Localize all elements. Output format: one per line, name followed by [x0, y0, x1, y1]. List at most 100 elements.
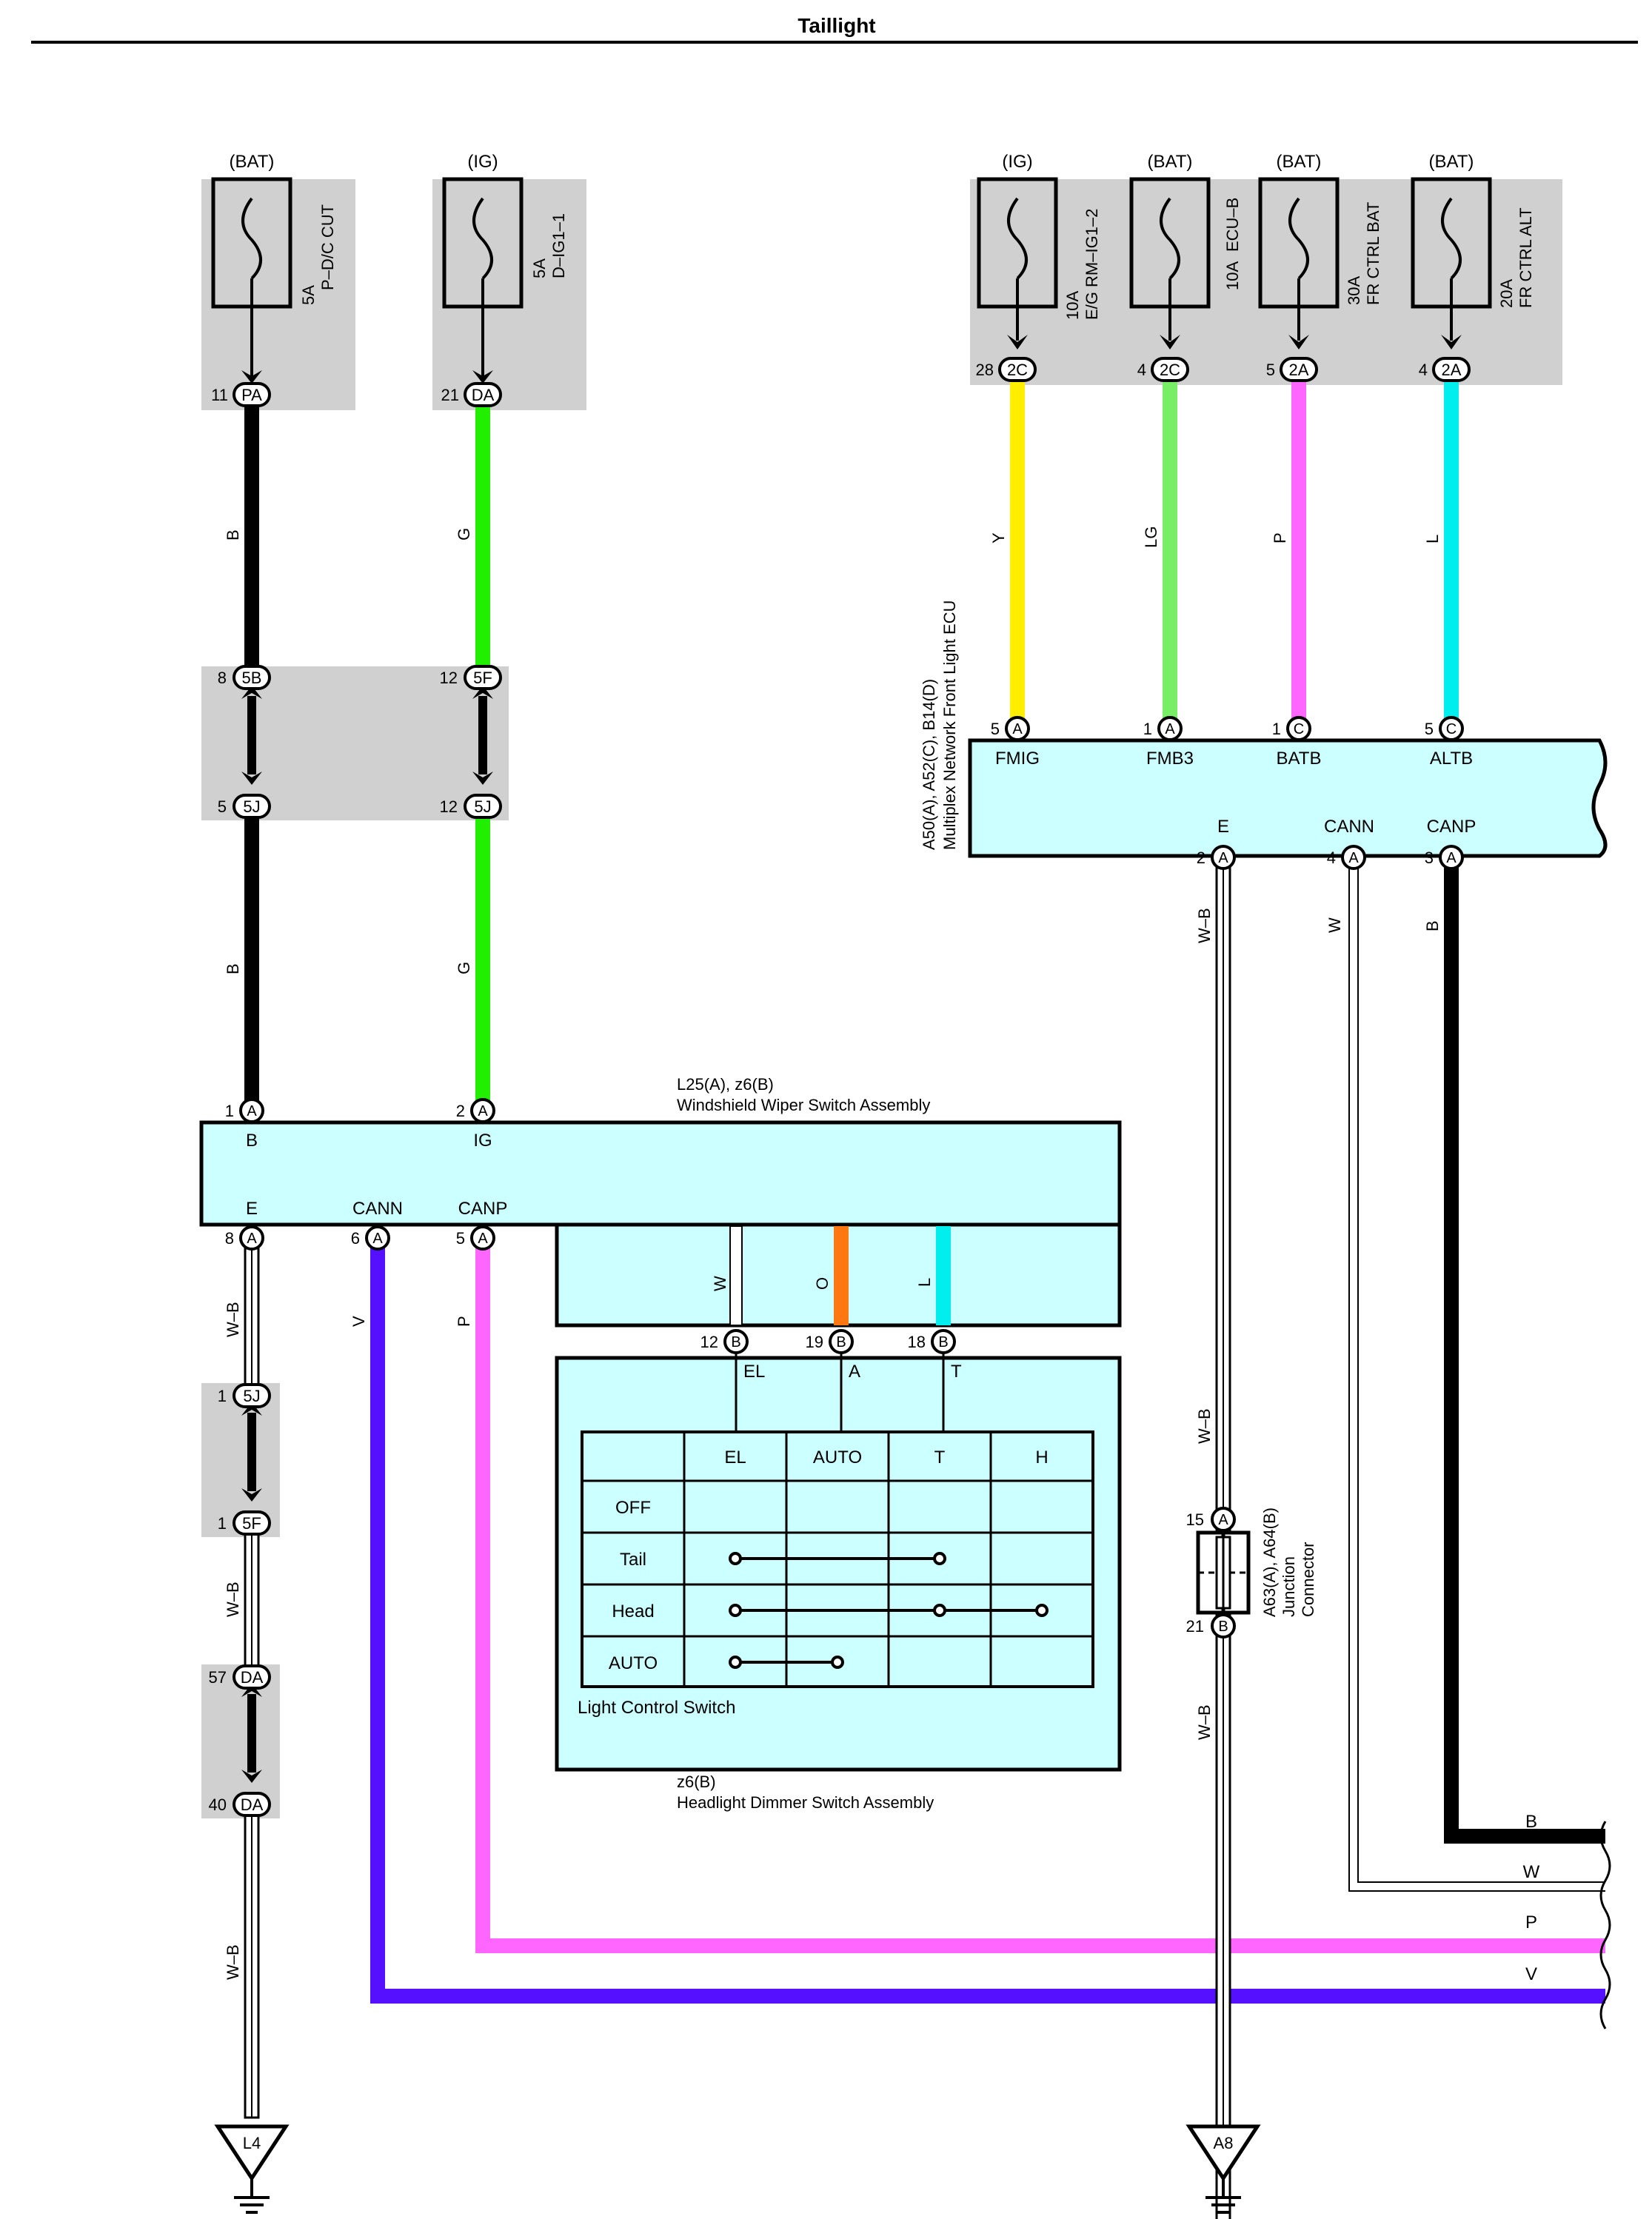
pin-1b: 1	[218, 1514, 227, 1533]
fuse-source-fralt: (BAT)	[1429, 152, 1474, 172]
conn-5f-b: 5F	[242, 1514, 261, 1533]
ecu-pin-fmig: 5	[991, 720, 1000, 738]
dimmer-conn-el: B	[731, 1334, 740, 1351]
wiper-conn-e: A	[247, 1231, 257, 1247]
pin-5: 5	[218, 797, 227, 816]
ecu-body	[968, 738, 1608, 858]
wiper-label-cann: CANN	[352, 1199, 403, 1219]
junction-connector-pins	[1211, 1507, 1236, 1639]
ecu-label-batb: BATB	[1277, 749, 1322, 769]
dimmer-title: z6(B)	[677, 1773, 716, 1791]
jc-title: A63(A), A64(B)	[1260, 1507, 1279, 1617]
fuse-name-dig1: D–IG1–1	[549, 213, 568, 278]
junction-ovals	[233, 665, 502, 1817]
fuse-symbols	[241, 197, 1462, 280]
wire-label-b1: B	[224, 529, 242, 540]
pin-4a: 4	[1137, 361, 1146, 379]
table-header-h: H	[1035, 1447, 1048, 1467]
dimmer-conn-a: B	[836, 1334, 846, 1351]
diagram-title: Taillight	[797, 14, 875, 37]
ground-l4-label: L4	[243, 2134, 261, 2152]
pin-5a: 5	[1266, 361, 1275, 379]
jc-line2: Connector	[1299, 1542, 1317, 1617]
fuse-connectors	[233, 357, 1471, 407]
wire-label-lg: LG	[1142, 526, 1160, 548]
wire-label-wb4: W–B	[1195, 908, 1214, 943]
conn-2a-a: 2A	[1289, 361, 1309, 379]
conn-5j-c: 5J	[243, 1387, 260, 1405]
jc-pin-21: 21	[1186, 1617, 1204, 1636]
wiper-pin-6: 6	[351, 1229, 360, 1248]
junction-connector	[1196, 1530, 1251, 1615]
wire-label-wb6: W–B	[1195, 1704, 1214, 1740]
dimmer-label-el: EL	[743, 1362, 765, 1382]
ecu-pin-circles	[1005, 716, 1464, 870]
table-row-auto: AUTO	[609, 1653, 658, 1673]
jc-conn-b: B	[1218, 1619, 1228, 1635]
wire-label-b3: B	[1423, 920, 1442, 931]
fuse-source-frbat: (BAT)	[1277, 152, 1322, 172]
conn-pa: PA	[241, 386, 262, 404]
ecu-pin-fmb3: 1	[1143, 720, 1152, 738]
ecu-pin-batb: 1	[1272, 720, 1281, 738]
wire-label-wb3: W–B	[224, 1944, 242, 1980]
ecu-label-fmb3: FMB3	[1146, 749, 1194, 769]
table-row-tail: Tail	[620, 1550, 646, 1570]
dimmer-pin-18: 18	[908, 1333, 926, 1351]
wiper-pin-2: 2	[456, 1102, 465, 1120]
wire-label-g2: G	[455, 962, 473, 974]
fuse-name-ecub: ECU–B	[1223, 198, 1242, 252]
internal-label-o: O	[813, 1277, 832, 1290]
table-header-auto: AUTO	[813, 1447, 862, 1467]
pin-21: 21	[441, 386, 459, 404]
pin-4b: 4	[1419, 361, 1428, 379]
ecu-label-fmig: FMIG	[995, 749, 1040, 769]
wire-label-p1: P	[1271, 532, 1289, 543]
ecu-conn-e: A	[1218, 850, 1228, 866]
fuse-leads	[250, 278, 1453, 379]
fuse-source-pdc: (BAT)	[230, 152, 275, 172]
junction-arrows	[241, 686, 493, 1783]
cont-label-b: B	[1525, 1812, 1537, 1832]
fuse-rating-dig1: 5A	[530, 258, 549, 278]
dimmer-label-a: A	[849, 1362, 860, 1382]
table-header-t: T	[934, 1447, 946, 1467]
wiper-label-ig: IG	[473, 1131, 492, 1151]
wire-label-v1: V	[350, 1316, 368, 1327]
fuse-rating-fralt: 20A	[1497, 279, 1516, 308]
wire-label-y: Y	[989, 532, 1008, 543]
ecu-conn-fmb3: A	[1165, 721, 1175, 737]
conn-2a-b: 2A	[1442, 361, 1462, 379]
fuse-name-fralt: FR CTRL ALT	[1516, 207, 1535, 308]
wire-label-b2: B	[224, 963, 242, 974]
ecu-pin-altb: 5	[1425, 720, 1434, 738]
pin-12a: 12	[440, 669, 458, 687]
dimmer-body	[555, 1356, 1122, 1772]
continuation-break	[1599, 1821, 1611, 2029]
conn-da-a: DA	[241, 1668, 264, 1687]
ecu-title: A50(A), A52(C), B14(D)	[920, 679, 938, 850]
wire-label-wb2: W–B	[224, 1582, 242, 1617]
pin-1a: 1	[218, 1387, 227, 1405]
conn-5j-b: 5J	[474, 797, 491, 816]
table-header-el: EL	[724, 1447, 746, 1467]
conn-5b: 5B	[242, 669, 262, 687]
fuse-source-egrm: (IG)	[1002, 152, 1032, 172]
wiper-title: L25(A), z6(B)	[677, 1075, 774, 1094]
wiper-conn-b: A	[247, 1103, 257, 1119]
internal-label-w: W	[711, 1276, 729, 1291]
dimmer-label-t: T	[951, 1362, 962, 1382]
wiper-pin-8: 8	[225, 1229, 234, 1248]
table-row-off: OFF	[615, 1498, 651, 1518]
internal-wire-o	[834, 1226, 849, 1325]
ecu-label-altb: ALTB	[1430, 749, 1473, 769]
fuse-arrows	[241, 335, 1462, 384]
ecu-name: Multiplex Network Front Light ECU	[940, 600, 959, 850]
ecu-pin-canp: 3	[1425, 849, 1434, 867]
ecu-conn-fmig: A	[1012, 721, 1023, 737]
wire-label-l1: L	[1423, 535, 1442, 543]
ecu-pin-cann: 4	[1327, 849, 1336, 867]
cont-label-v: V	[1525, 1964, 1537, 1984]
conn-da: DA	[472, 386, 495, 404]
